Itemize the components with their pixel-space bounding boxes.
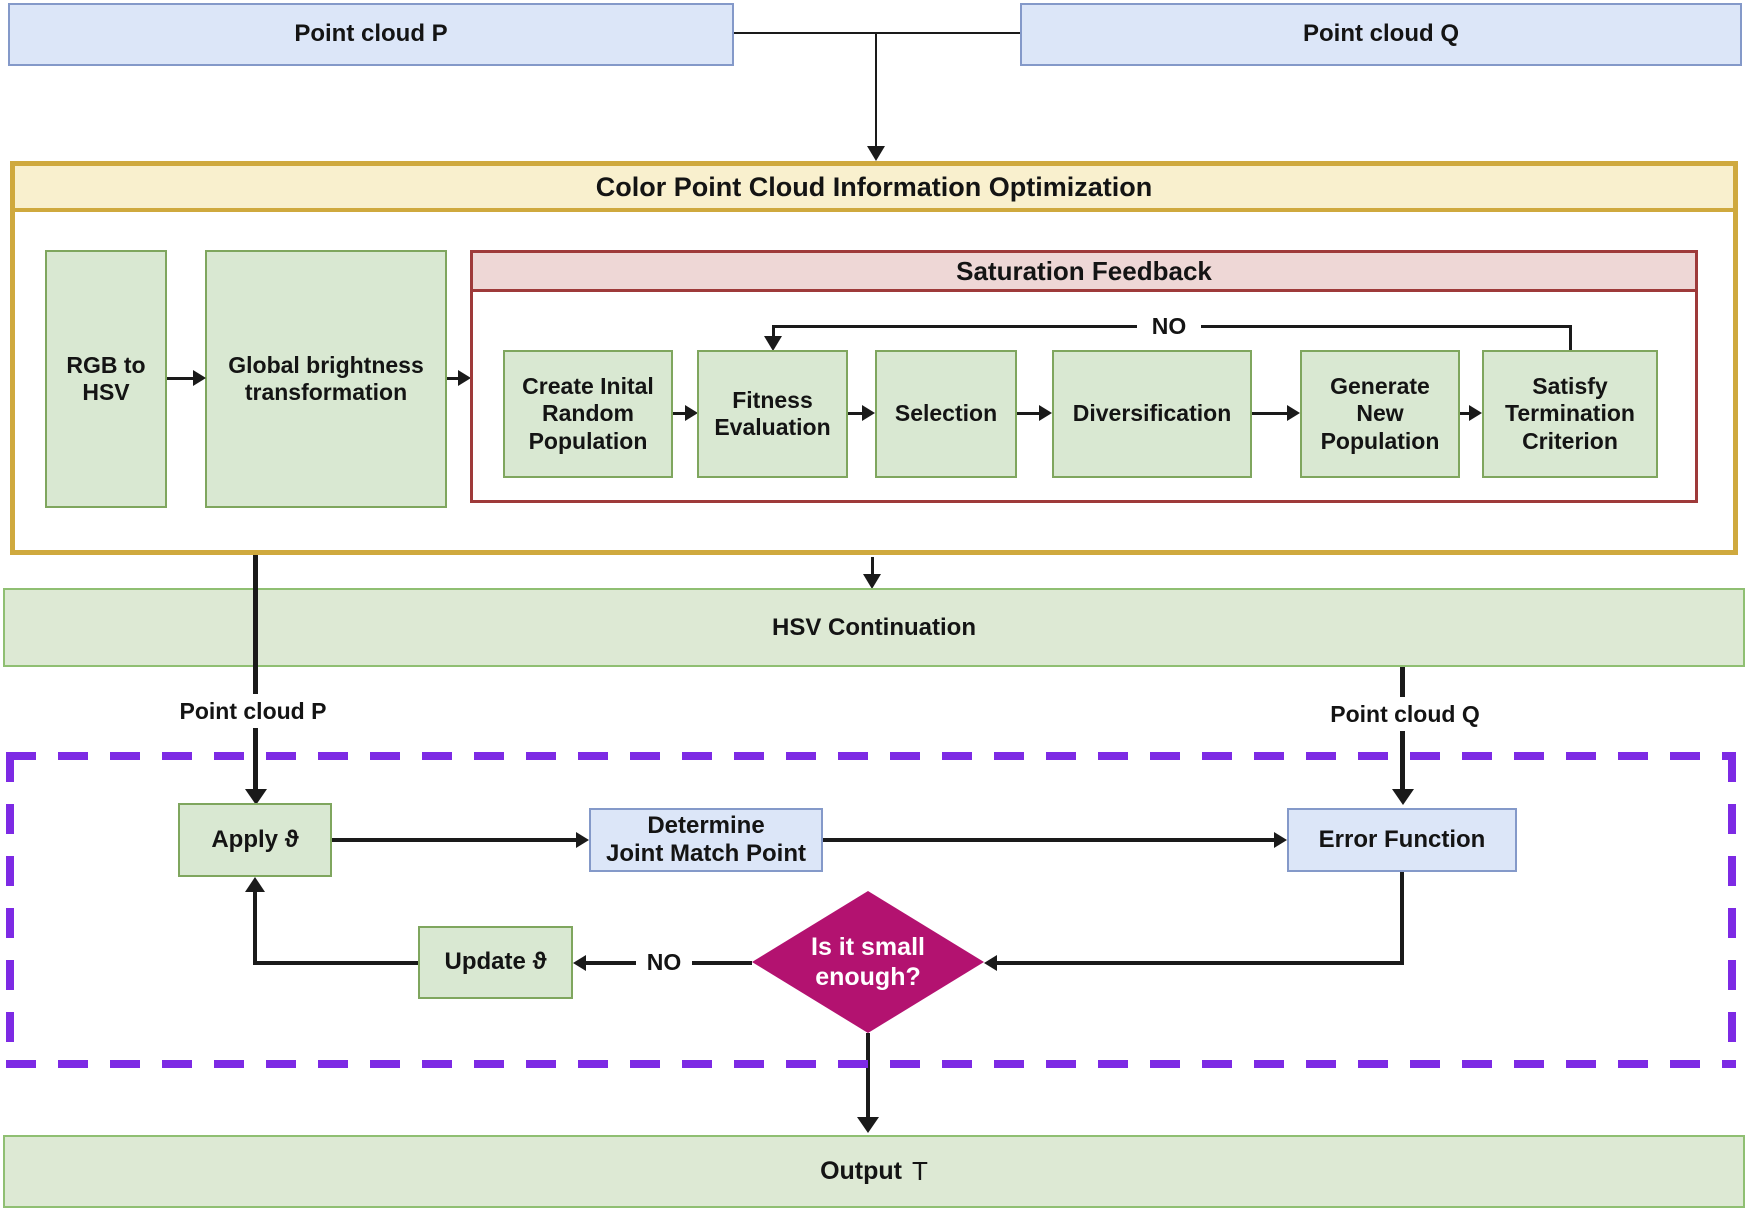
label-no-saturation: NO <box>1137 309 1201 343</box>
arrow-update-left <box>255 961 418 965</box>
node-rgb-to-hsv: RGB to HSV <box>45 250 167 508</box>
arrowhead-into-update <box>573 955 586 971</box>
connector-top-horizontal <box>734 32 1020 34</box>
arrowhead-no-loop-into-fitness <box>764 336 782 351</box>
arrowhead-into-optimization <box>867 146 885 161</box>
arrowhead-determine-to-error <box>1274 832 1287 848</box>
arrow-update-up <box>253 890 257 965</box>
arrowhead-step4-step5 <box>1287 405 1300 421</box>
arrowhead-into-apply-bottom <box>245 877 265 892</box>
arrowhead-step5-step6 <box>1469 405 1482 421</box>
arrow-diamond-to-output <box>866 1033 870 1119</box>
arrow-step2-step3 <box>848 412 864 415</box>
arrow-apply-to-determine <box>332 838 578 842</box>
arrow-global-to-saturation <box>447 377 460 380</box>
arrowhead-step3-step4 <box>1039 405 1052 421</box>
no-loop-right-vertical <box>1569 325 1572 352</box>
arrowhead-q-into-error <box>1392 789 1414 805</box>
decision-is-it-small-enough: Is it small enough? <box>752 891 984 1033</box>
label-point-cloud-q: Point cloud Q <box>1315 697 1495 731</box>
node-fitness-evaluation: Fitness Evaluation <box>697 350 848 478</box>
node-point-cloud-q: Point cloud Q <box>1020 3 1742 66</box>
arrow-error-down <box>1400 872 1404 965</box>
arrow-step5-step6 <box>1460 412 1471 415</box>
arrow-determine-to-error <box>823 838 1276 842</box>
arrow-optimization-to-hsv <box>871 557 874 577</box>
registration-border-bottom <box>6 1060 1736 1068</box>
arrow-step1-step2 <box>673 412 687 415</box>
output-transform-symbol: T <box>912 1156 928 1186</box>
arrowhead-global-to-saturation <box>458 370 471 386</box>
optimization-title: Color Point Cloud Information Optimizati… <box>15 166 1733 212</box>
arrow-step3-step4 <box>1017 412 1041 415</box>
arrowhead-step2-step3 <box>862 405 875 421</box>
registration-border-right <box>1728 752 1736 1068</box>
arrowhead-into-diamond <box>984 955 997 971</box>
node-generate-new-population: Generate New Population <box>1300 350 1460 478</box>
arrowhead-step1-step2 <box>685 405 698 421</box>
arrowhead-apply-to-determine <box>576 832 589 848</box>
node-apply-theta: Apply ϑ <box>178 803 332 877</box>
arrow-rgb-to-global <box>167 377 195 380</box>
node-point-cloud-p: Point cloud P <box>8 3 734 66</box>
node-satisfy-termination-criterion: Satisfy Termination Criterion <box>1482 350 1658 478</box>
band-output: Output T <box>3 1135 1745 1208</box>
node-update-theta: Update ϑ <box>418 926 573 999</box>
arrowhead-into-output <box>857 1117 879 1133</box>
node-global-brightness: Global brightness transformation <box>205 250 447 508</box>
arrow-step4-step5 <box>1252 412 1289 415</box>
label-point-cloud-p: Point cloud P <box>164 694 342 728</box>
registration-border-top <box>6 752 1736 760</box>
node-error-function: Error Function <box>1287 808 1517 872</box>
node-diversification: Diversification <box>1052 350 1252 478</box>
arrow-error-to-diamond <box>997 961 1404 965</box>
registration-border-left <box>6 752 14 1068</box>
label-no-registration: NO <box>636 944 692 980</box>
arrowhead-p-into-apply <box>245 789 267 805</box>
arrowhead-optimization-to-hsv <box>863 574 881 589</box>
saturation-feedback-title: Saturation Feedback <box>473 253 1695 292</box>
arrowhead-rgb-to-global <box>193 370 206 386</box>
node-selection: Selection <box>875 350 1017 478</box>
output-word: Output <box>820 1157 903 1185</box>
node-determine-joint-match-point: Determine Joint Match Point <box>589 808 823 872</box>
band-hsv-continuation: HSV Continuation <box>3 588 1745 667</box>
no-loop-left-vertical <box>772 325 775 338</box>
connector-top-vertical <box>875 32 877 146</box>
node-create-initial-population: Create Inital Random Population <box>503 350 673 478</box>
flow-line-p <box>253 555 258 791</box>
